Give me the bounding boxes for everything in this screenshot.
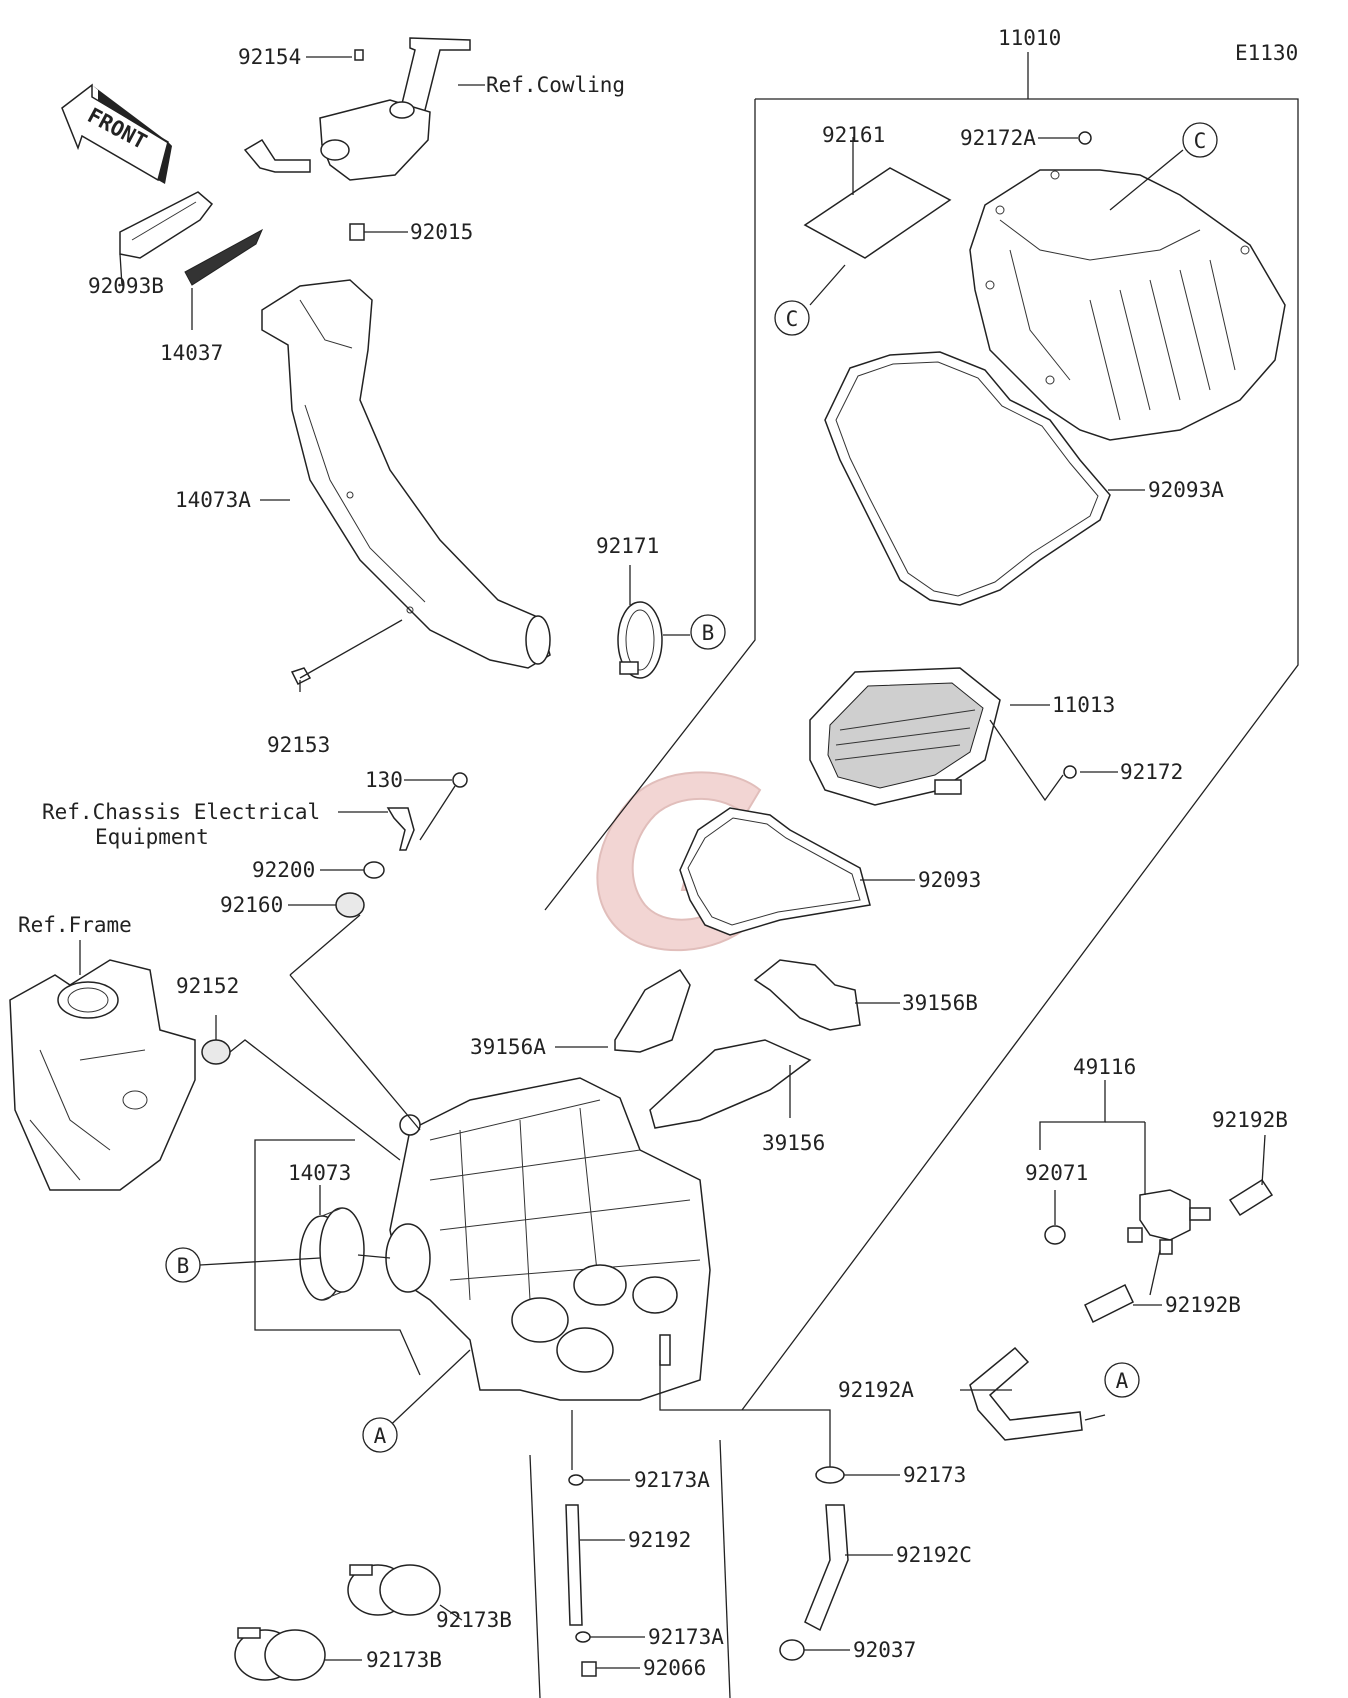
duct-14073 [299,1207,365,1301]
bolt-92153 [290,667,312,692]
label-92192: 92192 [628,1528,691,1552]
frame-reference [9,959,196,1191]
label-92173a-lower: 92173A [648,1625,724,1649]
label-92093: 92093 [918,868,981,892]
callout-c-upper: C [1182,122,1218,158]
label-92171: 92171 [596,534,659,558]
label-92152: 92152 [176,974,239,998]
plate-39156 [649,1039,812,1129]
cowling-stay [243,37,471,181]
label-92200: 92200 [252,858,315,882]
clip-92173a-lower [575,1631,591,1643]
label-ref-frame: Ref.Frame [18,913,132,937]
callout-b-left-text: B [177,1254,190,1278]
air-cleaner-housing-upper [969,169,1286,441]
label-92093b: 92093B [88,274,164,298]
label-92173: 92173 [903,1463,966,1487]
clamp-92173 [815,1466,845,1484]
clamp-92037 [779,1639,805,1661]
hose-92192 [565,1504,583,1626]
part-labels: E1130 11010 92154 Ref.Cowling 92015 9209… [18,26,1298,1680]
air-box-case [385,1077,711,1401]
hose-92192b-lower [1084,1283,1134,1324]
callout-a-left-text: A [374,1424,387,1448]
label-92066: 92066 [643,1656,706,1680]
label-92173b-lower: 92173B [366,1648,442,1672]
hose-92192b-upper [1228,1178,1274,1217]
callout-c-left-text: C [786,307,799,331]
label-11013: 11013 [1052,693,1115,717]
label-92071: 92071 [1025,1161,1088,1185]
hose-92192c [804,1504,849,1632]
callout-b-left: B [165,1247,201,1283]
clamp-92173b-lower [234,1627,326,1681]
callout-a-right: A [1104,1362,1140,1398]
callout-c-upper-text: C [1194,129,1207,153]
front-arrow-icon: FRONT [61,83,172,184]
plate-39156b [753,959,861,1031]
label-14073a: 14073A [175,488,251,512]
label-92192b-upper: 92192B [1212,1108,1288,1132]
callout-b-right-text: B [702,621,715,645]
label-92015: 92015 [410,220,473,244]
label-92172a: 92172A [960,126,1036,150]
label-39156: 39156 [762,1131,825,1155]
label-ref-chassis-1: Ref.Chassis Electrical [42,800,320,824]
plug-92066 [581,1661,597,1677]
grommet-92160 [335,892,365,918]
label-92192b-lower: 92192B [1165,1293,1241,1317]
label-92154: 92154 [238,45,301,69]
damper-92152 [201,1039,231,1065]
washer-92200 [363,861,385,879]
clip-92173a-upper [568,1474,584,1486]
hose-92192a [969,1346,1083,1441]
diagram-code: E1130 [1235,41,1298,65]
callout-a-left: A [362,1417,398,1453]
seal-92093b [119,191,214,259]
gasket-92093 [679,807,871,936]
label-ref-cowling: Ref.Cowling [486,73,625,97]
label-92173b-upper: 92173B [436,1608,512,1632]
label-92192c: 92192C [896,1543,972,1567]
bolt-130 [419,772,468,841]
label-39156b: 39156B [902,991,978,1015]
label-92037: 92037 [853,1638,916,1662]
callout-a-right-text: A [1116,1369,1129,1393]
label-92153: 92153 [267,733,330,757]
label-39156a: 39156A [470,1035,546,1059]
label-ref-chassis-2: Equipment [95,825,209,849]
label-14073: 14073 [288,1161,351,1185]
label-49116: 49116 [1073,1055,1136,1079]
assembly-bracket-11010 [544,52,1299,1411]
gasket-92093a [824,351,1111,606]
label-92093a: 92093A [1148,478,1224,502]
screw-92172a [1078,131,1092,145]
clamp-92173b-upper [347,1564,441,1616]
plate-39156a [614,969,691,1053]
label-11010: 11010 [998,26,1061,50]
label-14037: 14037 [160,341,223,365]
cap-92071 [1044,1225,1066,1245]
label-plate-92161 [803,167,952,259]
clamp-92171 [617,601,663,679]
label-130: 130 [365,768,403,792]
grommet-92015 [349,223,365,241]
screw-92172 [1063,765,1077,779]
label-92172: 92172 [1120,760,1183,784]
strip-14037 [184,228,264,286]
label-92160: 92160 [220,893,283,917]
callout-c-left: C [774,300,810,336]
intake-duct-14073a [261,279,551,669]
label-92161: 92161 [822,123,885,147]
clip-chassis [386,807,415,851]
valve-49116 [1127,1189,1211,1255]
callout-b-right: B [690,614,726,650]
filter-element-11013 [809,667,1001,806]
leader-lines [79,56,1266,1698]
label-92173a-upper: 92173A [634,1468,710,1492]
label-92192a: 92192A [838,1378,914,1402]
